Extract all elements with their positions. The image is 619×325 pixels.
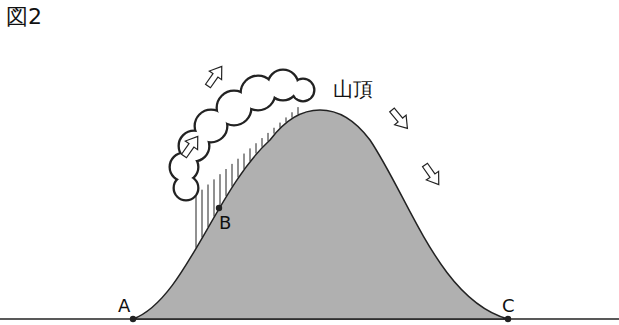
rain-line (262, 138, 263, 147)
point-label: A (118, 297, 130, 315)
point-dot (505, 316, 511, 322)
rain-line (202, 190, 203, 238)
cloud-fill (293, 80, 313, 100)
rain-line (244, 154, 245, 170)
rain-line (196, 195, 197, 248)
summit-label: 山頂 (333, 79, 373, 99)
rain-line (280, 123, 281, 128)
rain-line (220, 174, 221, 206)
rain-line (292, 112, 293, 117)
rain-line (208, 185, 209, 227)
rain-line (238, 159, 239, 178)
point-label: B (219, 214, 231, 232)
wind-arrow (419, 161, 445, 189)
point-dot (130, 316, 136, 322)
rain-line (250, 148, 251, 161)
wind-arrows (178, 62, 445, 189)
point-markers (130, 205, 511, 322)
point-label: C (502, 297, 515, 315)
wind-arrow (202, 62, 228, 90)
mountain-shape (133, 110, 508, 319)
wind-arrow (386, 105, 413, 133)
figure-title: 図2 (6, 6, 42, 28)
cloud-shape (170, 70, 314, 200)
rain-line (298, 107, 299, 114)
rain-line (214, 179, 215, 216)
rain-line (286, 117, 287, 122)
point-dot (216, 205, 222, 211)
rain-line (226, 169, 227, 196)
wind-arrow (178, 132, 204, 160)
cloud-fill (175, 177, 197, 199)
rain-lines (196, 107, 298, 248)
rain-line (268, 133, 269, 141)
rain-line (274, 128, 275, 134)
rain-line (232, 164, 233, 187)
rain-line (256, 143, 257, 153)
cloud-fill (269, 71, 297, 99)
